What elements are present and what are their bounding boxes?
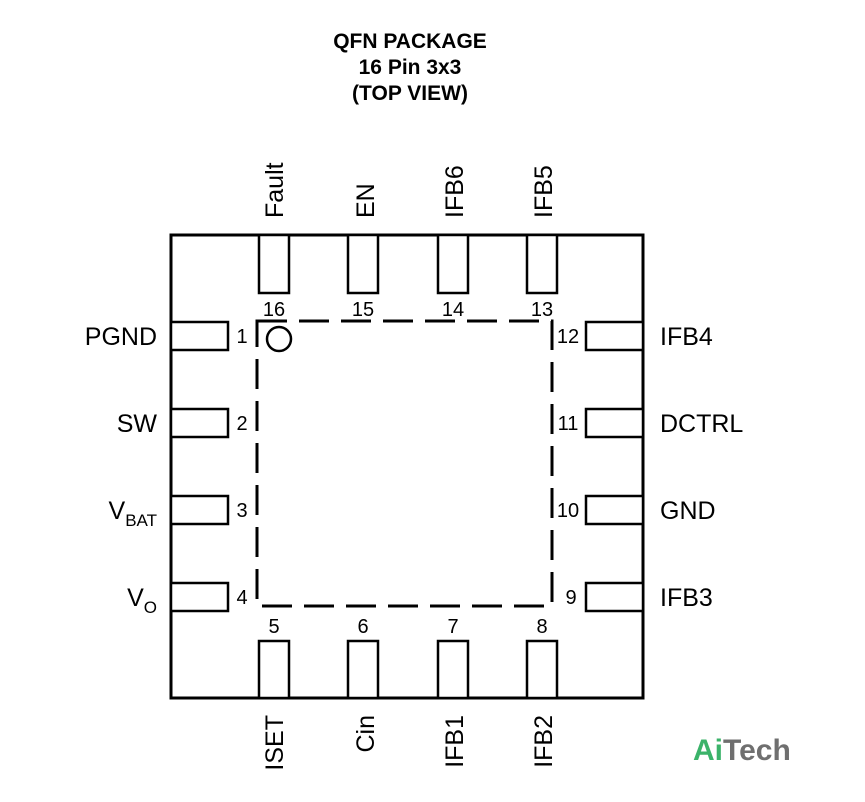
pad-16 xyxy=(257,233,291,295)
pin-number-3: 3 xyxy=(236,500,247,522)
pin-name-6: Cin xyxy=(352,715,380,753)
pad-15 xyxy=(346,233,380,295)
pin-name-11: DCTRL xyxy=(660,410,743,438)
pad-5 xyxy=(257,639,291,700)
pin-number-14: 14 xyxy=(442,299,464,321)
pin-name-2: SW xyxy=(117,410,158,438)
pin-name-12: IFB4 xyxy=(660,323,713,351)
package-body xyxy=(169,233,645,700)
pad-9 xyxy=(584,581,645,613)
pin-number-4: 4 xyxy=(236,587,247,609)
title-line-1: QFN PACKAGE xyxy=(333,30,487,53)
pad-1 xyxy=(169,320,230,352)
pin-name-8: IFB2 xyxy=(530,715,558,768)
pin-number-11: 11 xyxy=(558,413,579,435)
pad-12 xyxy=(584,320,645,352)
pin1-marker xyxy=(265,325,293,353)
pad-11 xyxy=(584,407,645,439)
title-line-3: (TOP VIEW) xyxy=(352,82,468,105)
pin-number-1: 1 xyxy=(236,326,247,348)
aitech-logo: AiTech xyxy=(693,734,791,767)
pad-3 xyxy=(169,494,230,526)
pin-number-10: 10 xyxy=(557,500,579,522)
pin-name-15: EN xyxy=(352,183,380,218)
pad-2 xyxy=(169,407,230,439)
pad-7 xyxy=(436,639,470,700)
pin-name-7: IFB1 xyxy=(441,715,469,768)
pin-name-5: ISET xyxy=(261,715,289,771)
pin-name-16: Fault xyxy=(261,162,289,218)
pin-number-2: 2 xyxy=(236,413,247,435)
pin-number-12: 12 xyxy=(557,326,579,348)
pad-10 xyxy=(584,494,645,526)
pin-number-7: 7 xyxy=(447,616,458,638)
pin-name-14: IFB6 xyxy=(441,165,469,218)
pin-name-4: VO xyxy=(127,584,157,617)
pin-name-9: IFB3 xyxy=(660,584,713,612)
title-line-2: 16 Pin 3x3 xyxy=(358,56,462,79)
pin-number-15: 15 xyxy=(352,299,374,321)
pin-number-5: 5 xyxy=(268,616,279,638)
exposed-pad xyxy=(255,319,554,608)
pad-13 xyxy=(525,233,559,295)
pin-name-3: VBAT xyxy=(109,497,158,530)
pin-number-16: 16 xyxy=(263,299,285,321)
pin-number-8: 8 xyxy=(536,616,547,638)
pin-number-13: 13 xyxy=(531,299,553,321)
pin-number-9: 9 xyxy=(565,587,576,609)
pad-4 xyxy=(169,581,230,613)
pad-6 xyxy=(346,639,380,700)
pin-number-6: 6 xyxy=(357,616,368,638)
pin-name-10: GND xyxy=(660,497,716,525)
pad-8 xyxy=(525,639,559,700)
pad-14 xyxy=(436,233,470,295)
pin-name-13: IFB5 xyxy=(530,165,558,218)
pin-name-1: PGND xyxy=(85,323,157,351)
